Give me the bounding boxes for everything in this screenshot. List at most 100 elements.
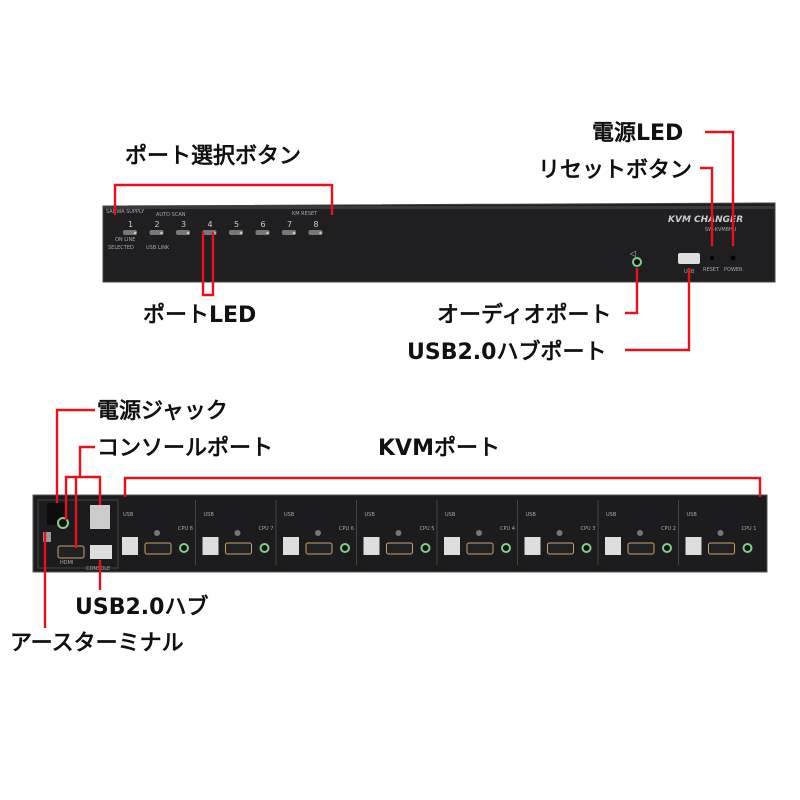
screw-icon	[637, 530, 643, 536]
usb-label: USB	[204, 512, 215, 518]
kvm-audio-port	[581, 543, 592, 553]
kvm-hdmi-port	[466, 542, 494, 555]
callout-reset-button: リセットボタン	[538, 158, 692, 183]
usb-label: USB	[526, 512, 537, 518]
cpu-label: CPU 6	[339, 526, 354, 532]
port-select-button	[123, 230, 137, 235]
legend-online: ON LINE	[115, 237, 135, 243]
usb-label: USB	[606, 512, 617, 518]
screw-icon	[717, 530, 724, 536]
callout-power-led: 電源LED	[592, 121, 683, 146]
power-led	[730, 255, 736, 261]
cpu-label: CPU 7	[259, 526, 274, 532]
kvm-audio-port	[179, 543, 189, 553]
callout-usb-hub-port: USB2.0ハブポート	[407, 339, 606, 365]
screw-icon	[556, 530, 563, 536]
kvm-audio-port	[501, 543, 511, 553]
kvm-hdmi-port	[386, 542, 413, 555]
port-led	[133, 231, 137, 235]
port-led	[319, 231, 322, 235]
kvm-usb-b-port	[444, 537, 460, 555]
kvm-audio-port	[420, 543, 431, 553]
cpu-label: CPU 2	[661, 526, 676, 532]
kvm-usb-b-port	[363, 537, 380, 555]
cpu-label: CPU 3	[581, 526, 596, 532]
kvm-audio-port	[340, 543, 350, 553]
console-hdmi-port	[57, 545, 85, 559]
kvm-hdmi-port	[225, 542, 252, 555]
screw-icon	[234, 530, 241, 536]
kvm-hdmi-port	[144, 542, 172, 555]
callout-console-port: コンソールポート	[97, 435, 273, 461]
port-select-button	[282, 230, 296, 235]
console-hdmi-label: HDMI	[60, 560, 73, 566]
callout-kvm-port: KVMポート	[378, 435, 500, 461]
kvm-hdmi-port	[305, 542, 333, 555]
model-number: SW-KVM8HU	[705, 227, 737, 233]
usb-label: USB	[284, 512, 295, 518]
legend-usb-link: USB LINK	[146, 245, 170, 251]
cpu-label: CPU 4	[500, 526, 515, 532]
port-led	[239, 231, 243, 235]
port-select-button	[176, 230, 190, 235]
km-reset-label: KM RESET	[292, 211, 318, 217]
kvm-audio-port	[662, 543, 672, 553]
legend-selected: SELECTED	[108, 245, 134, 251]
usb-label: USB	[123, 512, 134, 518]
port-number: 1	[128, 220, 133, 229]
reset-label: RESET	[703, 267, 720, 273]
port-number: 3	[181, 220, 186, 229]
port-select-button	[149, 230, 164, 235]
cpu-label: CPU 8	[178, 526, 193, 532]
speaker-icon: ◁	[629, 249, 636, 258]
port-led	[186, 231, 190, 235]
brand-logo: SANWA SUPPLY	[106, 209, 145, 215]
screw-icon	[315, 530, 321, 536]
console-usb-hub-port	[90, 545, 112, 559]
callout-port-select-button: ポート選択ボタン	[125, 143, 301, 169]
screw-icon	[476, 530, 482, 536]
kvm-usb-b-port	[605, 537, 621, 555]
callout-power-jack: 電源ジャック	[97, 399, 228, 424]
auto-scan-label: AUTO SCAN	[156, 212, 186, 218]
cpu-label: CPU 1	[742, 526, 757, 532]
usb-label: USB	[365, 512, 376, 518]
kvm-usb-b-port	[283, 537, 299, 555]
console-label: CONSOLE	[86, 566, 110, 572]
kvm-hdmi-port	[708, 542, 735, 555]
port-number: 5	[234, 220, 239, 229]
callout-lines	[43, 130, 762, 628]
screw-icon	[395, 530, 402, 536]
port-number: 6	[261, 220, 266, 229]
port-number: 7	[287, 220, 292, 229]
cpu-label: CPU 5	[420, 526, 435, 532]
port-led	[160, 231, 163, 235]
callout-earth-terminal: アースターミナル	[10, 631, 184, 656]
callout-audio-port: オーディオポート	[437, 302, 611, 328]
callout-usb-hub: USB2.0ハブ	[75, 594, 208, 620]
screw-icon	[154, 530, 160, 536]
product-name: KVM CHANGER	[668, 215, 743, 225]
rear-panel: HDMI CONSOLE USB CPU 8 USB CPU 7 USB CPU 6 USB…	[32, 494, 768, 573]
port-select-button	[255, 230, 270, 235]
port-number: 8	[314, 220, 319, 229]
kvm-usb-b-port	[202, 537, 219, 555]
port-led	[292, 231, 296, 235]
reset-button	[710, 256, 714, 260]
port-select-button	[308, 230, 323, 235]
power-label: POWER	[724, 267, 743, 273]
usb-label: USB	[687, 512, 698, 518]
kvm-usb-b-port	[685, 537, 702, 555]
earth-terminal	[43, 532, 51, 542]
console-usb-stack	[90, 505, 110, 529]
kvm-usb-b-port	[122, 537, 138, 555]
kvm-hdmi-port	[627, 542, 655, 555]
port-number: 2	[155, 220, 160, 229]
port-number: 4	[208, 220, 213, 229]
port-select-button	[229, 230, 243, 235]
kvm-hdmi-port	[547, 542, 574, 555]
callout-port-led: ポートLED	[143, 302, 256, 328]
usb-label: USB	[445, 512, 456, 518]
